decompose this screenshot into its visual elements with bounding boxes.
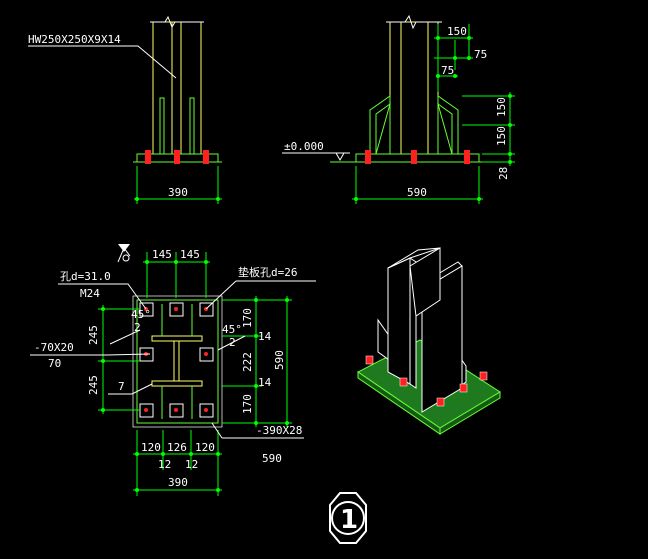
dim-top-150: 150 bbox=[447, 25, 467, 38]
side-elevation: ±0.000 590 150 75 75 150 150 28 bbox=[282, 14, 515, 204]
dim-front-width: 390 bbox=[168, 186, 188, 199]
dim-plan-145b: 145 bbox=[180, 248, 200, 261]
dim-plan-120a: 120 bbox=[141, 441, 161, 454]
angle-left-label: 45° bbox=[131, 308, 151, 321]
detail-number: 1 bbox=[340, 505, 358, 535]
weld-2a-label: 2 bbox=[134, 321, 141, 334]
shear-key-label-b: 70 bbox=[48, 357, 61, 370]
dim-plan-222: 222 bbox=[241, 352, 254, 372]
bolt-label: M24 bbox=[80, 287, 100, 300]
angle-right-label: 45° bbox=[222, 323, 242, 336]
weld-7-label: 7 bbox=[118, 380, 125, 393]
dim-side-width: 590 bbox=[407, 186, 427, 199]
weld-14b: 14 bbox=[258, 376, 272, 389]
dim-top-75b: 75 bbox=[441, 64, 454, 77]
dim-plan-12b: 12 bbox=[185, 458, 198, 471]
dim-plan-590: 590 bbox=[273, 350, 286, 370]
weld-14a: 14 bbox=[258, 330, 272, 343]
isometric-view bbox=[357, 247, 501, 435]
dim-plan-126: 126 bbox=[167, 441, 187, 454]
dim-plan-145a: 145 bbox=[152, 248, 172, 261]
plan-view: 145 145 245 245 170 222 170 590 14 14 12 bbox=[30, 244, 316, 496]
dim-plan-245b: 245 bbox=[87, 375, 100, 395]
dim-plan-170b: 170 bbox=[241, 394, 254, 414]
section-label: HW250X250X9X14 bbox=[28, 33, 121, 46]
dim-plan-170a: 170 bbox=[241, 308, 254, 328]
dim-right-28: 28 bbox=[497, 167, 510, 180]
elevation-label: ±0.000 bbox=[284, 140, 324, 153]
detail-number-marker: 1 bbox=[329, 492, 367, 544]
front-elevation: HW250X250X9X14 390 bbox=[28, 15, 222, 204]
dim-plan-245a: 245 bbox=[87, 325, 100, 345]
washer-hole-label: 垫板孔d=26 bbox=[238, 265, 298, 279]
dim-right-150a: 150 bbox=[495, 97, 508, 117]
dim-plan-390: 390 bbox=[168, 476, 188, 489]
shear-key-label-a: -70X20 bbox=[34, 341, 74, 354]
dim-plan-12a: 12 bbox=[158, 458, 171, 471]
base-plate-label-b: 590 bbox=[262, 452, 282, 465]
dim-plan-120b: 120 bbox=[195, 441, 215, 454]
base-plate-label-a: -390X28 bbox=[256, 424, 302, 437]
dim-right-150b: 150 bbox=[495, 126, 508, 146]
dim-top-75a: 75 bbox=[474, 48, 487, 61]
hole-diameter-label: 孔d=31.0 bbox=[60, 270, 111, 283]
